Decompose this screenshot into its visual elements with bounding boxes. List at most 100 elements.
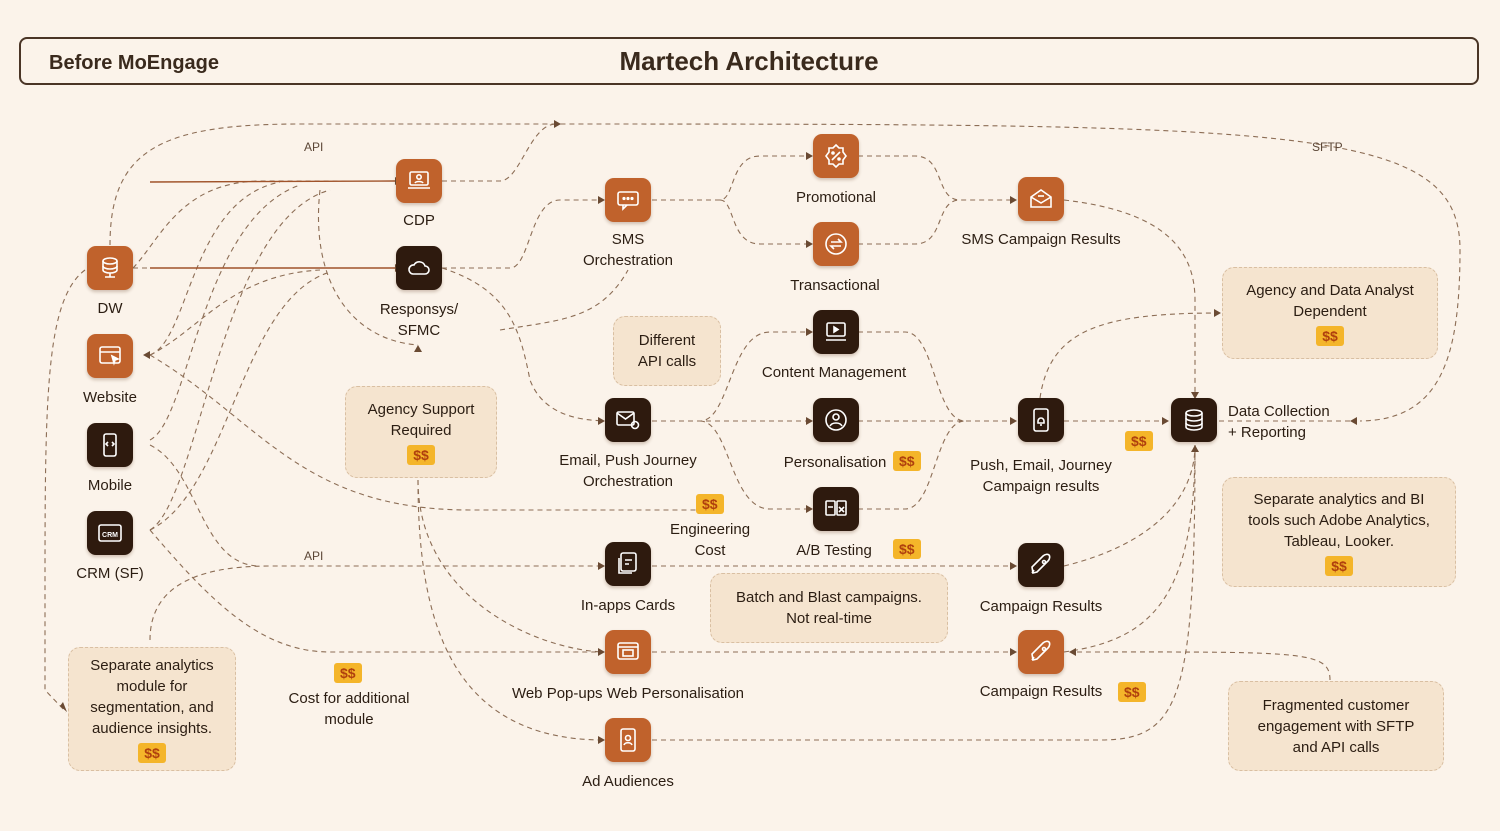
connector-dw-left [44,269,86,713]
different-api-note: Different API calls [613,316,721,386]
connector-responsys-sms [442,199,604,269]
connector-smsresults-dc [1063,199,1196,398]
connector-cdp-top [442,123,557,182]
connector-website-responsys [149,269,321,356]
arrowhead [806,240,813,248]
arrowhead [806,505,813,513]
mobile-icon [87,423,133,467]
exchange-icon [813,222,859,266]
personalisation-label: Personalisation [783,454,887,471]
arrowhead [1191,445,1199,452]
engineering-cost-label: Engineering Cost [669,521,751,559]
batch-blast-note: Batch and Blast campaigns. Not real-time [710,573,948,643]
percent-badge-icon [813,134,859,178]
agency-analyst-text: Agency and Data Analyst Dependent [1246,282,1414,320]
arrowhead [414,345,422,352]
connector-solid-cdp [149,180,396,183]
connector-promo-results [858,155,1016,201]
cost-badge: $$ [1325,555,1353,576]
batch-blast-text: Batch and Blast campaigns. Not real-time [736,589,922,627]
chat-icon [605,178,651,222]
arrowhead [1010,417,1017,425]
arrowhead [1162,417,1169,425]
sms-results-label: SMS Campaign Results [961,231,1121,248]
push-results-label: Push, Email, Journey Campaign results [970,457,1112,495]
profile-icon [396,159,442,203]
connector-mobile-cdp [149,184,301,441]
arrowhead [1010,562,1017,570]
connector-ads-dc [652,444,1196,741]
separate-bi-note: Separate analytics and BI tools such Ado… [1222,477,1456,587]
content-management-label: Content Management [761,364,907,381]
campaign-results-2-label: Campaign Results [979,683,1103,700]
connector-mobile-inapp [149,444,261,567]
cost-badge: $$ [1316,326,1344,346]
connector-crm-popups [149,529,604,653]
push-notification-icon [1018,398,1064,442]
source-mobile-label: Mobile [87,477,133,494]
connector-results1-dc [1063,444,1196,567]
arrowhead [60,702,67,712]
browser-icon [87,334,133,378]
arrowhead [1350,417,1357,425]
video-icon [813,310,859,354]
header-bar: Before MoEngage Martech Architecture [19,37,1479,85]
different-api-text: Different API calls [637,332,697,370]
cost-badge: $$ [696,494,724,514]
promotional-label: Promotional [795,189,877,206]
connector-api-top [109,123,1461,422]
cost-badge: $$ [407,445,435,465]
cdp-label: CDP [403,212,435,229]
inapp-cards-label: In-apps Cards [580,597,676,614]
cost-badge: $$ [1125,431,1153,451]
rocket-icon [1018,630,1064,674]
database-icon [1171,398,1217,442]
connector-dw-cdp [132,180,395,269]
sftp-label: SFTP [1312,140,1343,154]
connector-api-mid [149,565,604,641]
ad-icon [605,718,651,762]
transactional-label: Transactional [790,277,880,294]
arrowhead [1069,648,1076,656]
cost-badge: $$ [893,451,921,471]
cost-module-label: Cost for additional module [288,690,410,728]
fragmented-text: Fragmented customer engagement with SFTP… [1257,696,1415,756]
ab-testing-label: A/B Testing [796,542,872,559]
connector-crm-responsys [149,271,331,531]
api-mid-label: API [304,549,324,563]
connector-responsys-agency [318,189,419,346]
email-push-label: Email, Push Journey Orchestration [559,452,697,490]
connector-agency-ads [417,479,605,741]
separate-bi-text: Separate analytics and BI tools such Ado… [1248,490,1430,550]
svg-text:CRM: CRM [102,532,118,539]
connector-fragmented-results [1069,651,1331,681]
cost-badge: $$ [1118,682,1146,702]
arrowhead [554,120,561,128]
web-popups-label: Web Pop-ups Web Personalisation [511,685,745,702]
before-moengage-label: Before MoEngage [49,52,220,74]
rocket-icon [1018,543,1064,587]
crm-icon: CRM [87,511,133,555]
connector-responsys-email [441,267,605,422]
arrowhead [598,417,605,425]
source-website-label: Website [83,389,137,406]
connector-sms-promo [652,155,812,201]
ad-audiences-label: Ad Audiences [582,773,674,790]
arrowhead [806,417,813,425]
campaign-results-1-label: Campaign Results [979,598,1103,615]
arrowhead [1010,648,1017,656]
envelope-open-icon [1018,177,1064,221]
cost-badge: $$ [893,539,921,559]
arrowhead [598,648,605,656]
sms-orchestration-label: SMS Orchestration [582,231,674,269]
arrowhead [598,736,605,744]
agency-support-text: Agency Support Required [367,401,475,439]
server-icon [87,246,133,290]
connector-ab-push [858,420,966,510]
arrowhead [806,152,813,160]
connector-sms-trans [719,199,812,245]
fragmented-note: Fragmented customer engagement with SFTP… [1228,681,1444,771]
arrowhead [143,351,150,359]
source-dw-label: DW [97,300,123,317]
connector-website-cdp [149,181,281,356]
